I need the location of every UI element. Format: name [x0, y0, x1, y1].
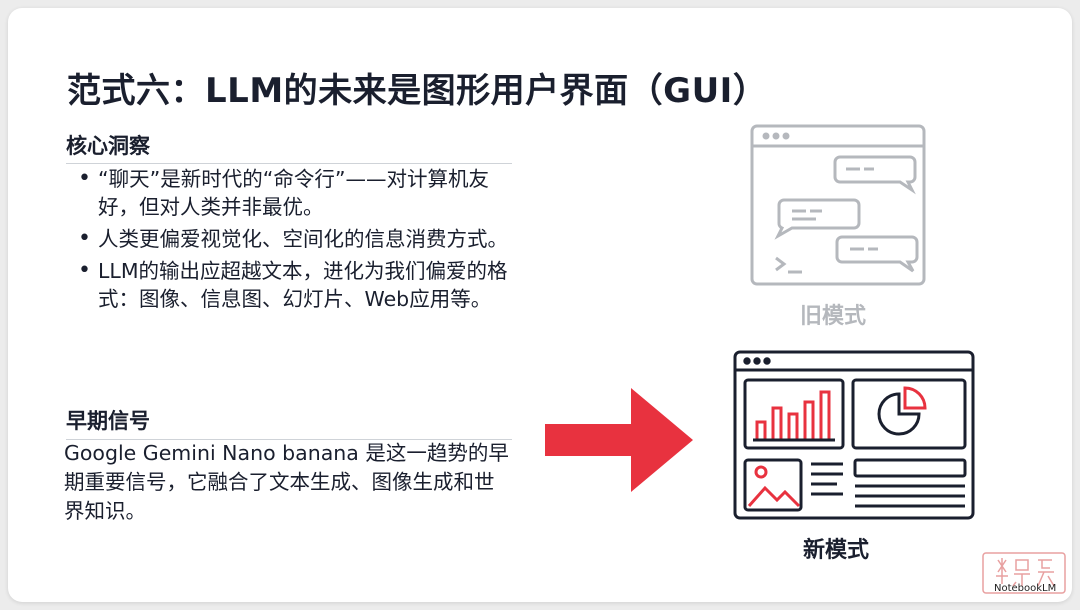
insights-list: “聊天”是新时代的“命令行”——对计算机友好，但对人类并非最优。 人类更偏爱视觉…	[68, 165, 508, 317]
insights-divider	[66, 163, 512, 164]
slide-title: 范式六：LLM的未来是图形用户界面（GUI）	[67, 71, 768, 111]
list-item: 人类更偏爱视觉化、空间化的信息消费方式。	[68, 225, 508, 253]
arrow-right-icon	[545, 388, 695, 496]
list-item: LLM的输出应超越文本，进化为我们偏爱的格式：图像、信息图、幻灯片、Web应用等…	[68, 257, 508, 313]
signals-divider	[66, 439, 512, 440]
signals-heading: 早期信号	[66, 409, 150, 433]
slide: 范式六：LLM的未来是图形用户界面（GUI） 核心洞察 “聊天”是新时代的“命令…	[8, 8, 1072, 602]
old-mode-label: 旧模式	[800, 304, 867, 329]
chat-terminal-window-icon	[750, 124, 926, 290]
new-mode-label: 新模式	[803, 538, 870, 563]
insights-heading: 核心洞察	[66, 134, 150, 158]
watermark-text: NotebookLM	[994, 583, 1057, 594]
dashboard-gui-icon	[733, 350, 975, 524]
list-item: “聊天”是新时代的“命令行”——对计算机友好，但对人类并非最优。	[68, 165, 508, 221]
watermark-badge	[982, 552, 1066, 594]
signals-text: Google Gemini Nano banana 是这一趋势的早期重要信号，它…	[64, 441, 509, 523]
